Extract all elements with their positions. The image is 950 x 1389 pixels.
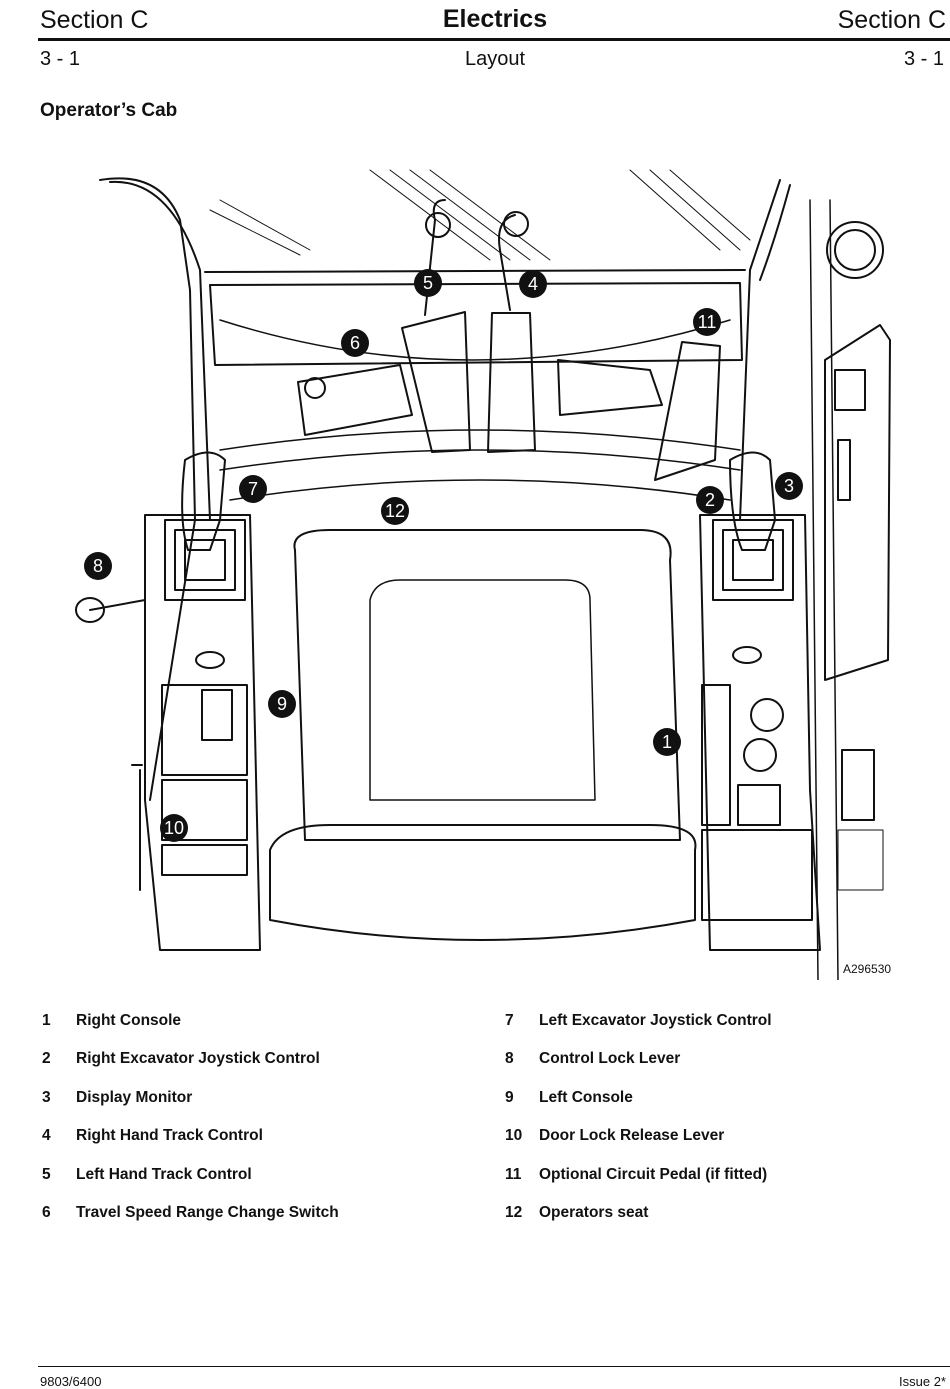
- section-label-left: Section C: [40, 6, 149, 34]
- callout-5: 5: [423, 273, 433, 293]
- callout-9: 9: [277, 694, 287, 714]
- callout-1: 1: [662, 732, 672, 752]
- callout-8: 8: [93, 556, 103, 576]
- cab-illustration: 1 2 3 4 5 6 7 8 9 10 11 12: [70, 160, 950, 980]
- issue-label: Issue 2*: [899, 1374, 946, 1389]
- page-title: Electrics: [442, 5, 548, 33]
- section-label-right: Section C: [837, 6, 946, 34]
- callout-11: 11: [698, 312, 717, 332]
- cab-drawing: 1 2 3 4 5 6 7 8 9 10 11 12: [75, 169, 891, 980]
- section-heading: Operator’s Cab: [40, 100, 178, 121]
- callout-3: 3: [784, 476, 794, 496]
- callout-6: 6: [350, 333, 360, 353]
- callout-10: 10: [164, 818, 184, 838]
- callout-4: 4: [528, 274, 538, 294]
- page-header: Section C Electrics Section C 3 - 1 Layo…: [0, 0, 950, 80]
- page-number-right: 3 - 1: [903, 48, 944, 70]
- page-number-left: 3 - 1: [40, 48, 81, 70]
- callout-7: 7: [248, 479, 258, 499]
- header-rule: [38, 38, 950, 41]
- page-subtitle: Layout: [464, 48, 526, 70]
- callout-12: 12: [385, 501, 405, 521]
- figure-id: A296530: [843, 962, 892, 976]
- footer-rule: [38, 1366, 950, 1367]
- callout-2: 2: [705, 490, 715, 510]
- doc-number: 9803/6400: [40, 1374, 102, 1389]
